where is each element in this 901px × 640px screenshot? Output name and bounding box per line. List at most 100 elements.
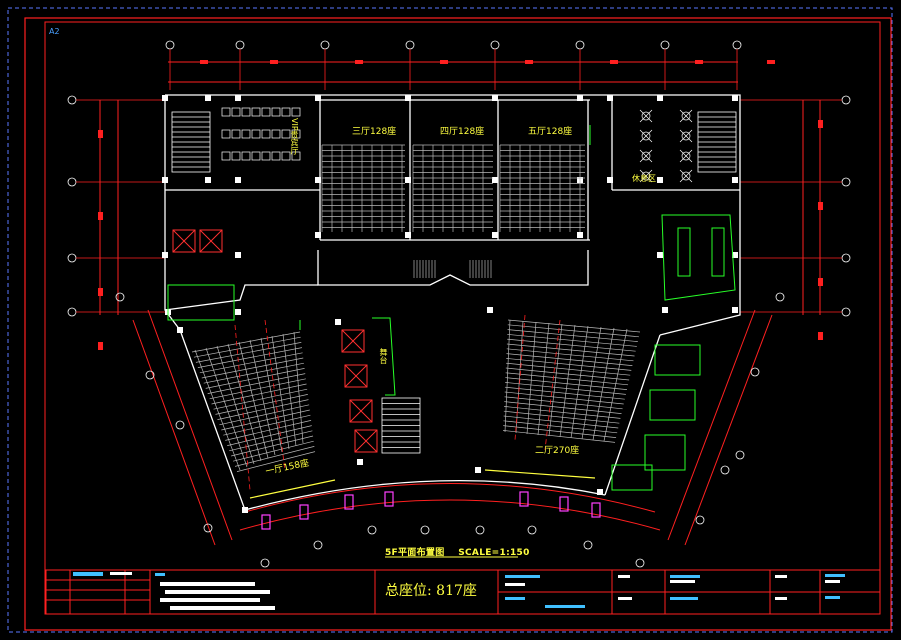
vip-label: VIP贵宾厅	[290, 118, 299, 155]
rest-table	[641, 131, 651, 141]
bottom-fixtures	[261, 491, 601, 530]
grid-axes-bottom	[115, 292, 785, 568]
seat-row-hall1	[234, 446, 315, 467]
column	[235, 177, 241, 183]
top-dimension-line	[168, 61, 738, 83]
seat-row-hall1	[193, 336, 301, 358]
drawing-title: 5F平面布置图 SCALE=1:150	[385, 545, 530, 558]
sheet-frame	[24, 17, 892, 631]
seat-row-hall2	[507, 324, 639, 338]
section-lines	[234, 314, 561, 491]
column	[662, 307, 668, 313]
dim-tick	[200, 60, 208, 64]
grid-bubble	[527, 525, 537, 535]
grid-bubble	[583, 540, 593, 550]
grid-bubble	[635, 558, 645, 568]
seat-row-hall2	[505, 377, 627, 390]
seat-row-hall1	[233, 440, 314, 462]
dim-tick	[440, 60, 448, 64]
seat-row-hall1	[211, 383, 307, 405]
column	[732, 177, 738, 183]
seat-divider-hall1	[227, 343, 262, 462]
rest-table	[681, 111, 691, 121]
column	[335, 319, 341, 325]
column	[235, 95, 241, 101]
title-block-fills	[73, 572, 845, 610]
column	[205, 177, 211, 183]
rest-table	[641, 151, 651, 161]
vip-seat	[231, 129, 241, 139]
vip-seat	[251, 129, 261, 139]
seat-row-hall1	[197, 347, 303, 368]
seat-divider-hall2	[526, 321, 537, 435]
vip-seat	[261, 107, 271, 117]
dim-tick	[767, 60, 775, 64]
column	[492, 177, 498, 183]
rest-table	[641, 111, 651, 121]
seat-row-hall2	[503, 425, 617, 438]
seat-row-hall2	[505, 367, 630, 381]
vip-seat	[221, 129, 231, 139]
seat-row-hall2	[504, 406, 621, 419]
column	[732, 252, 738, 258]
column	[657, 177, 663, 183]
column	[315, 232, 321, 238]
hall3-label: 三厅128座	[352, 127, 397, 137]
seat-divider-hall2	[592, 327, 615, 441]
grid-axes-top	[165, 40, 775, 90]
column	[487, 307, 493, 313]
curved-dimension-lines	[132, 309, 773, 546]
vip-seat	[271, 129, 281, 139]
total-seats: 总座位: 817座	[385, 583, 477, 599]
grid-bubble	[420, 525, 430, 535]
vip-seat	[251, 107, 261, 117]
dim-tick	[695, 60, 703, 64]
rest-table	[681, 151, 691, 161]
grid-bubble	[313, 540, 323, 550]
vip-seat	[241, 151, 251, 161]
seat-row-hall1	[227, 425, 312, 446]
seat-divider-hall2	[581, 326, 602, 440]
elevators	[172, 229, 378, 453]
grid-bubble	[320, 40, 330, 50]
column	[205, 95, 211, 101]
stage-label: 舞台	[379, 348, 388, 364]
fixture	[559, 496, 569, 512]
fixture	[299, 504, 309, 520]
rest-area-furniture	[639, 109, 693, 183]
viewport-dashed-border	[7, 7, 893, 633]
fixture	[591, 502, 601, 518]
stair-left	[171, 111, 211, 173]
rest-chair	[639, 109, 653, 123]
seat-row-hall1	[209, 378, 306, 400]
column	[405, 95, 411, 101]
seat-row-hall1	[207, 373, 306, 394]
grid-axes-side	[67, 95, 851, 350]
seat-divider-hall2	[515, 320, 524, 434]
column	[607, 95, 613, 101]
fixture	[384, 491, 394, 507]
right-dimension-lines	[802, 100, 821, 315]
seat-row-hall2	[506, 362, 631, 376]
fixture	[261, 514, 271, 530]
rest-chair	[639, 129, 653, 143]
building-walls	[164, 94, 741, 511]
seat-row-hall1	[215, 394, 308, 415]
vip-seat	[231, 151, 241, 161]
fixture	[519, 491, 529, 507]
column	[405, 177, 411, 183]
seat-divider-hall1	[260, 337, 283, 453]
rest-chair	[679, 109, 693, 123]
column	[597, 489, 603, 495]
column	[577, 232, 583, 238]
seat-divider-hall2	[559, 324, 576, 438]
vip-seat	[261, 129, 271, 139]
column	[405, 232, 411, 238]
seat-divider-hall1	[249, 339, 276, 456]
vip-seat	[241, 107, 251, 117]
vip-seat	[291, 151, 301, 161]
seat-row-hall1	[221, 409, 310, 431]
title-block-frame	[45, 569, 881, 615]
seat-row-hall2	[502, 430, 616, 443]
counters-and-planters	[167, 125, 736, 491]
